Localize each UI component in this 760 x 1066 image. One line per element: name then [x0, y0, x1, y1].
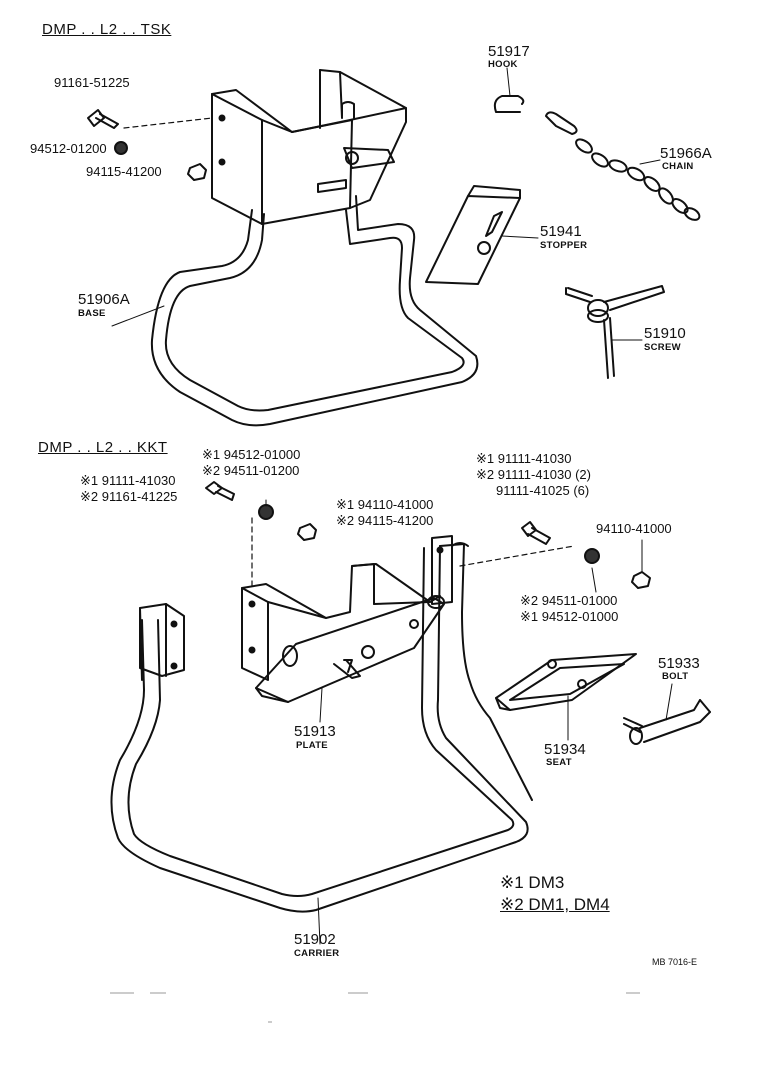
seat-part: [495, 653, 637, 711]
section-title-kkt: DMP . . L2 . . KKT: [38, 439, 168, 456]
kkt-nut-label-2: ※2 94115-41200: [336, 513, 434, 528]
kkt-rwasher-label-1: ※2 94511-01000: [520, 593, 618, 608]
carrier-left-plate: [139, 603, 185, 681]
bolt-part: [623, 699, 711, 745]
tsk-washer-label: 94512-01200: [30, 141, 107, 156]
screw-part: [565, 285, 665, 379]
carrier-part-name: CARRIER: [294, 948, 340, 959]
scan-marks: [110, 992, 640, 1023]
stopper-part-number: 51941: [540, 223, 582, 240]
kkt-bolt-label-2: ※2 91161-41225: [80, 489, 178, 504]
plate-part-name: PLATE: [296, 740, 328, 751]
hook-part-name: HOOK: [488, 59, 518, 70]
mount-bracket: [241, 563, 441, 681]
legend-line-1: ※1 DM3: [500, 873, 565, 892]
stopper-part-name: STOPPER: [540, 240, 588, 251]
kkt-rwasher-label-2: ※1 94512-01000: [520, 609, 619, 624]
kkt-rbolt-label-1: ※1 91111-41030: [476, 451, 572, 466]
plate-part: [255, 595, 445, 703]
section-title-tsk: DMP . . L2 . . TSK: [42, 21, 172, 38]
bolt-part-name: BOLT: [662, 671, 689, 682]
chain-part: [545, 111, 701, 221]
seat-part-name: SEAT: [546, 757, 572, 768]
carrier-right-plate: [431, 535, 453, 605]
kkt-rbolt-label-2: ※2 91111-41030 (2): [476, 467, 591, 482]
kkt-washer-label-1: ※1 94512-01000: [202, 447, 301, 462]
tsk-fasteners: [87, 109, 213, 181]
plate-part-number: 51913: [294, 723, 336, 740]
seat-part-number: 51934: [544, 741, 586, 758]
bolt-part-number: 51933: [658, 655, 700, 672]
hook-part: [493, 95, 525, 113]
carrier-tube-frame: [110, 542, 533, 913]
kkt-bolt-label-1: ※1 91111-41030: [80, 473, 176, 488]
hook-part-number: 51917: [488, 43, 530, 60]
drawing-code: MB 7016-E: [652, 957, 698, 967]
kkt-nut-label-1: ※1 94110-41000: [336, 497, 434, 512]
kkt-rnut-label: 94110-41000: [596, 521, 672, 536]
tsk-nut-label: 94115-41200: [86, 164, 162, 179]
base-part-number: 51906A: [78, 291, 130, 308]
screw-part-name: SCREW: [644, 342, 681, 353]
kkt-washer-label-2: ※2 94511-01200: [202, 463, 300, 478]
base-part-name: BASE: [78, 308, 106, 319]
screw-part-number: 51910: [644, 325, 686, 342]
chain-part-number: 51966A: [660, 145, 712, 162]
base-tube-frame: [150, 195, 479, 427]
carrier-part-number: 51902: [294, 931, 336, 948]
stopper-part: [425, 185, 521, 285]
kkt-rbolt-label-3: 91111-41025 (6): [496, 483, 590, 498]
kkt-left-fasteners: [205, 481, 317, 591]
leader-lines: [111, 67, 673, 945]
legend-line-2: ※2 DM1, DM4: [500, 895, 610, 914]
base-bracket: [211, 69, 407, 225]
chain-part-name: CHAIN: [662, 161, 694, 172]
tsk-bolt-label: 91161-51225: [54, 75, 130, 90]
